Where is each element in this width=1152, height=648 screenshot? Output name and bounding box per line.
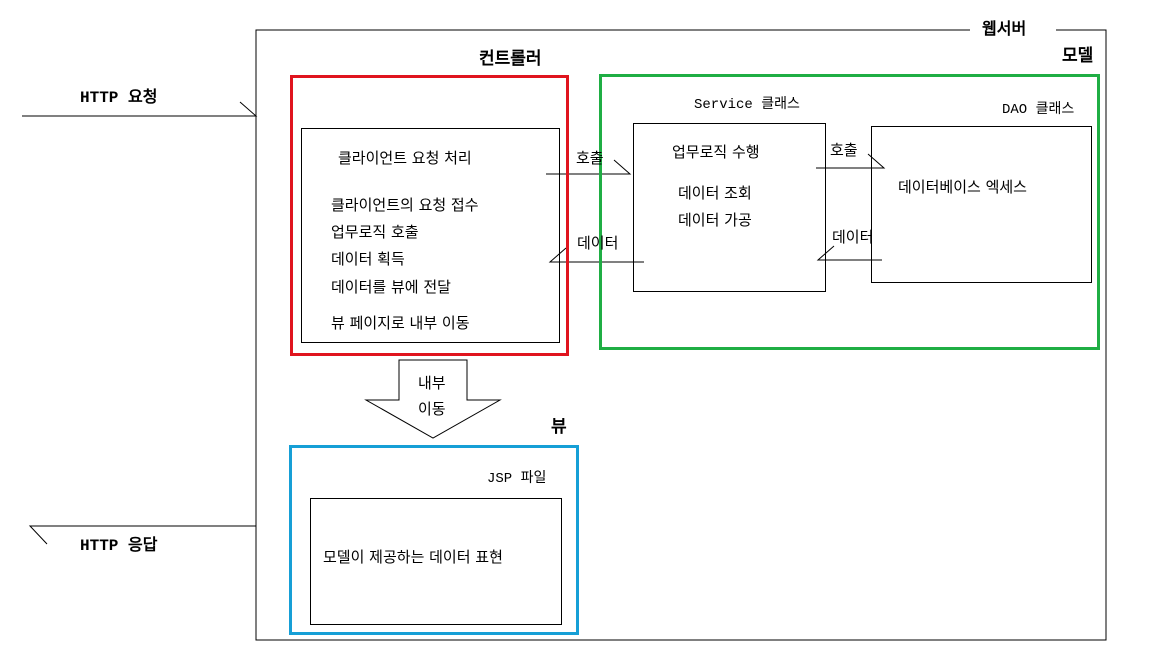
service-box: [633, 123, 826, 292]
web-server-frame: [255, 29, 1107, 641]
controller-item-2: 업무로직 호출: [331, 223, 419, 241]
controller-item-1: 클라이언트의 요청 접수: [331, 196, 479, 214]
http-request-label: HTTP 요청: [80, 89, 158, 107]
data-label-1: 데이터: [577, 234, 619, 252]
service-item-1: 데이터 조회: [678, 184, 752, 202]
internal-move-arrow: [364, 359, 502, 439]
call-label-2: 호출: [830, 141, 858, 159]
http-response-arrow: [28, 525, 256, 545]
model-container: [599, 74, 1100, 350]
view-title: 뷰: [551, 417, 567, 437]
dao-box: [871, 126, 1092, 283]
internal-move-label-2: 이동: [418, 400, 446, 418]
controller-inner-box: [301, 128, 560, 343]
controller-heading: 클라이언트 요청 처리: [338, 149, 472, 167]
data-arrow-2: [816, 245, 882, 261]
call-arrow-2: [816, 153, 886, 169]
service-title: Service 클래스: [694, 97, 800, 113]
model-title: 모델: [1062, 46, 1094, 66]
jsp-box: [310, 498, 562, 625]
jsp-title: JSP 파일: [487, 471, 547, 487]
jsp-content: 모델이 제공하는 데이터 표현: [323, 548, 503, 566]
http-response-label: HTTP 응답: [80, 537, 158, 555]
http-request-arrow: [22, 101, 258, 117]
service-item-2: 데이터 가공: [678, 211, 752, 229]
controller-container: [290, 75, 569, 356]
dao-title: DAO 클래스: [1002, 102, 1075, 118]
service-heading: 업무로직 수행: [672, 143, 760, 161]
dao-heading: 데이터베이스 엑세스: [898, 178, 1027, 196]
controller-footer: 뷰 페이지로 내부 이동: [331, 314, 470, 332]
call-arrow-1: [546, 159, 632, 175]
controller-item-4: 데이터를 뷰에 전달: [331, 278, 451, 296]
controller-title: 컨트롤러: [479, 49, 542, 69]
web-server-label: 웹서버: [982, 19, 1027, 38]
internal-move-label-1: 내부: [418, 374, 446, 392]
controller-item-3: 데이터 획득: [331, 250, 405, 268]
data-label-2: 데이터: [832, 228, 874, 246]
view-container: [289, 445, 579, 635]
call-label-1: 호출: [576, 149, 604, 167]
data-arrow-1: [548, 247, 644, 263]
